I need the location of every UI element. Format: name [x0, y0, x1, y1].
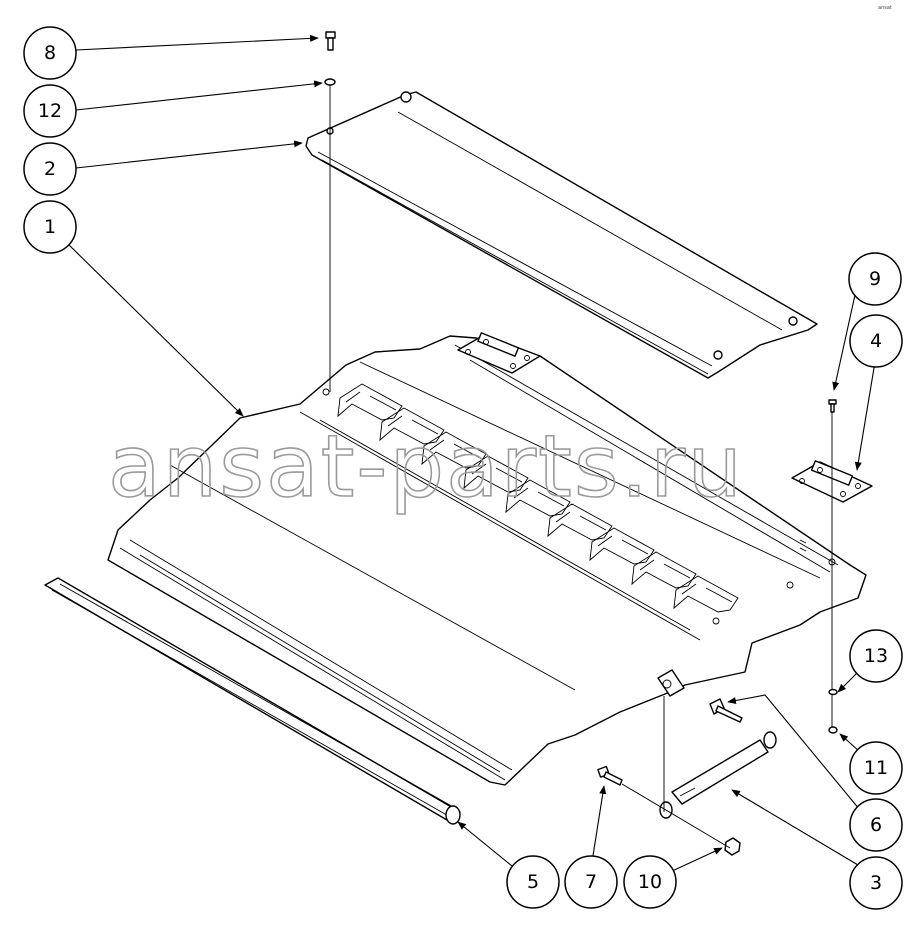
callout-9: 9	[848, 252, 902, 306]
axis-line-bottom	[621, 783, 731, 849]
leader-lines	[65, 34, 876, 873]
callout-6: 6	[849, 798, 903, 852]
strut-bracket	[657, 669, 685, 812]
svg-text:6: 6	[870, 814, 882, 836]
bolt-6	[709, 698, 743, 723]
callout-4: 4	[849, 314, 903, 368]
leader-11	[839, 733, 861, 753]
tray-rib	[379, 407, 445, 445]
seal-strip	[44, 577, 461, 825]
main-tray-panel	[107, 335, 867, 786]
tray-rib	[589, 527, 655, 565]
svg-text:3: 3	[870, 872, 882, 894]
leader-5	[457, 821, 513, 867]
svg-text:10: 10	[638, 871, 662, 893]
callout-11: 11	[849, 741, 903, 795]
leader-1	[65, 241, 244, 417]
tray-rib	[421, 431, 487, 469]
svg-text:11: 11	[864, 757, 888, 779]
callout-2: 2	[23, 142, 77, 196]
bolt-7	[597, 765, 623, 786]
leader-3	[731, 789, 859, 866]
top-cover-plate	[305, 91, 818, 379]
bolt-8	[325, 31, 336, 51]
tray-rib	[505, 479, 571, 517]
leader-8	[75, 34, 319, 51]
leader-6	[727, 694, 861, 811]
hinge-upper	[457, 332, 541, 374]
leader-7	[591, 785, 607, 863]
washer-12	[324, 78, 336, 86]
callout-12: 12	[23, 84, 77, 138]
corner-mark: ansat	[878, 5, 892, 11]
tray-rib	[631, 551, 697, 589]
svg-text:5: 5	[527, 871, 539, 893]
tray-rib	[337, 383, 403, 421]
watermark: ansat-parts.ru	[108, 417, 744, 517]
leader-10	[669, 847, 723, 873]
leader-13	[837, 671, 859, 693]
svg-text:9: 9	[869, 268, 881, 290]
leader-12	[75, 80, 323, 111]
callout-13: 13	[849, 629, 903, 683]
leader-4	[854, 361, 876, 471]
callout-3: 3	[849, 856, 903, 910]
leader-2	[75, 140, 303, 169]
svg-text:4: 4	[870, 330, 882, 352]
callout-8: 8	[23, 26, 77, 80]
tray-ribs	[337, 383, 739, 613]
nut-10	[724, 837, 741, 856]
svg-text:2: 2	[44, 158, 56, 180]
callout-1: 1	[23, 200, 77, 254]
washer-13	[828, 688, 838, 696]
leader-9	[832, 294, 856, 391]
svg-text:12: 12	[38, 100, 62, 122]
callout-10: 10	[623, 855, 677, 909]
callout-5: 5	[506, 855, 560, 909]
tray-rib	[547, 503, 613, 541]
screw-9	[828, 399, 837, 413]
callout-7: 7	[564, 855, 618, 909]
tray-rib	[673, 575, 739, 613]
tray-rib	[463, 455, 529, 493]
gas-strut	[659, 731, 777, 819]
svg-text:8: 8	[44, 42, 56, 64]
nut-11	[828, 726, 838, 734]
svg-text:13: 13	[864, 645, 888, 667]
svg-text:1: 1	[44, 216, 56, 238]
svg-text:7: 7	[585, 871, 597, 893]
